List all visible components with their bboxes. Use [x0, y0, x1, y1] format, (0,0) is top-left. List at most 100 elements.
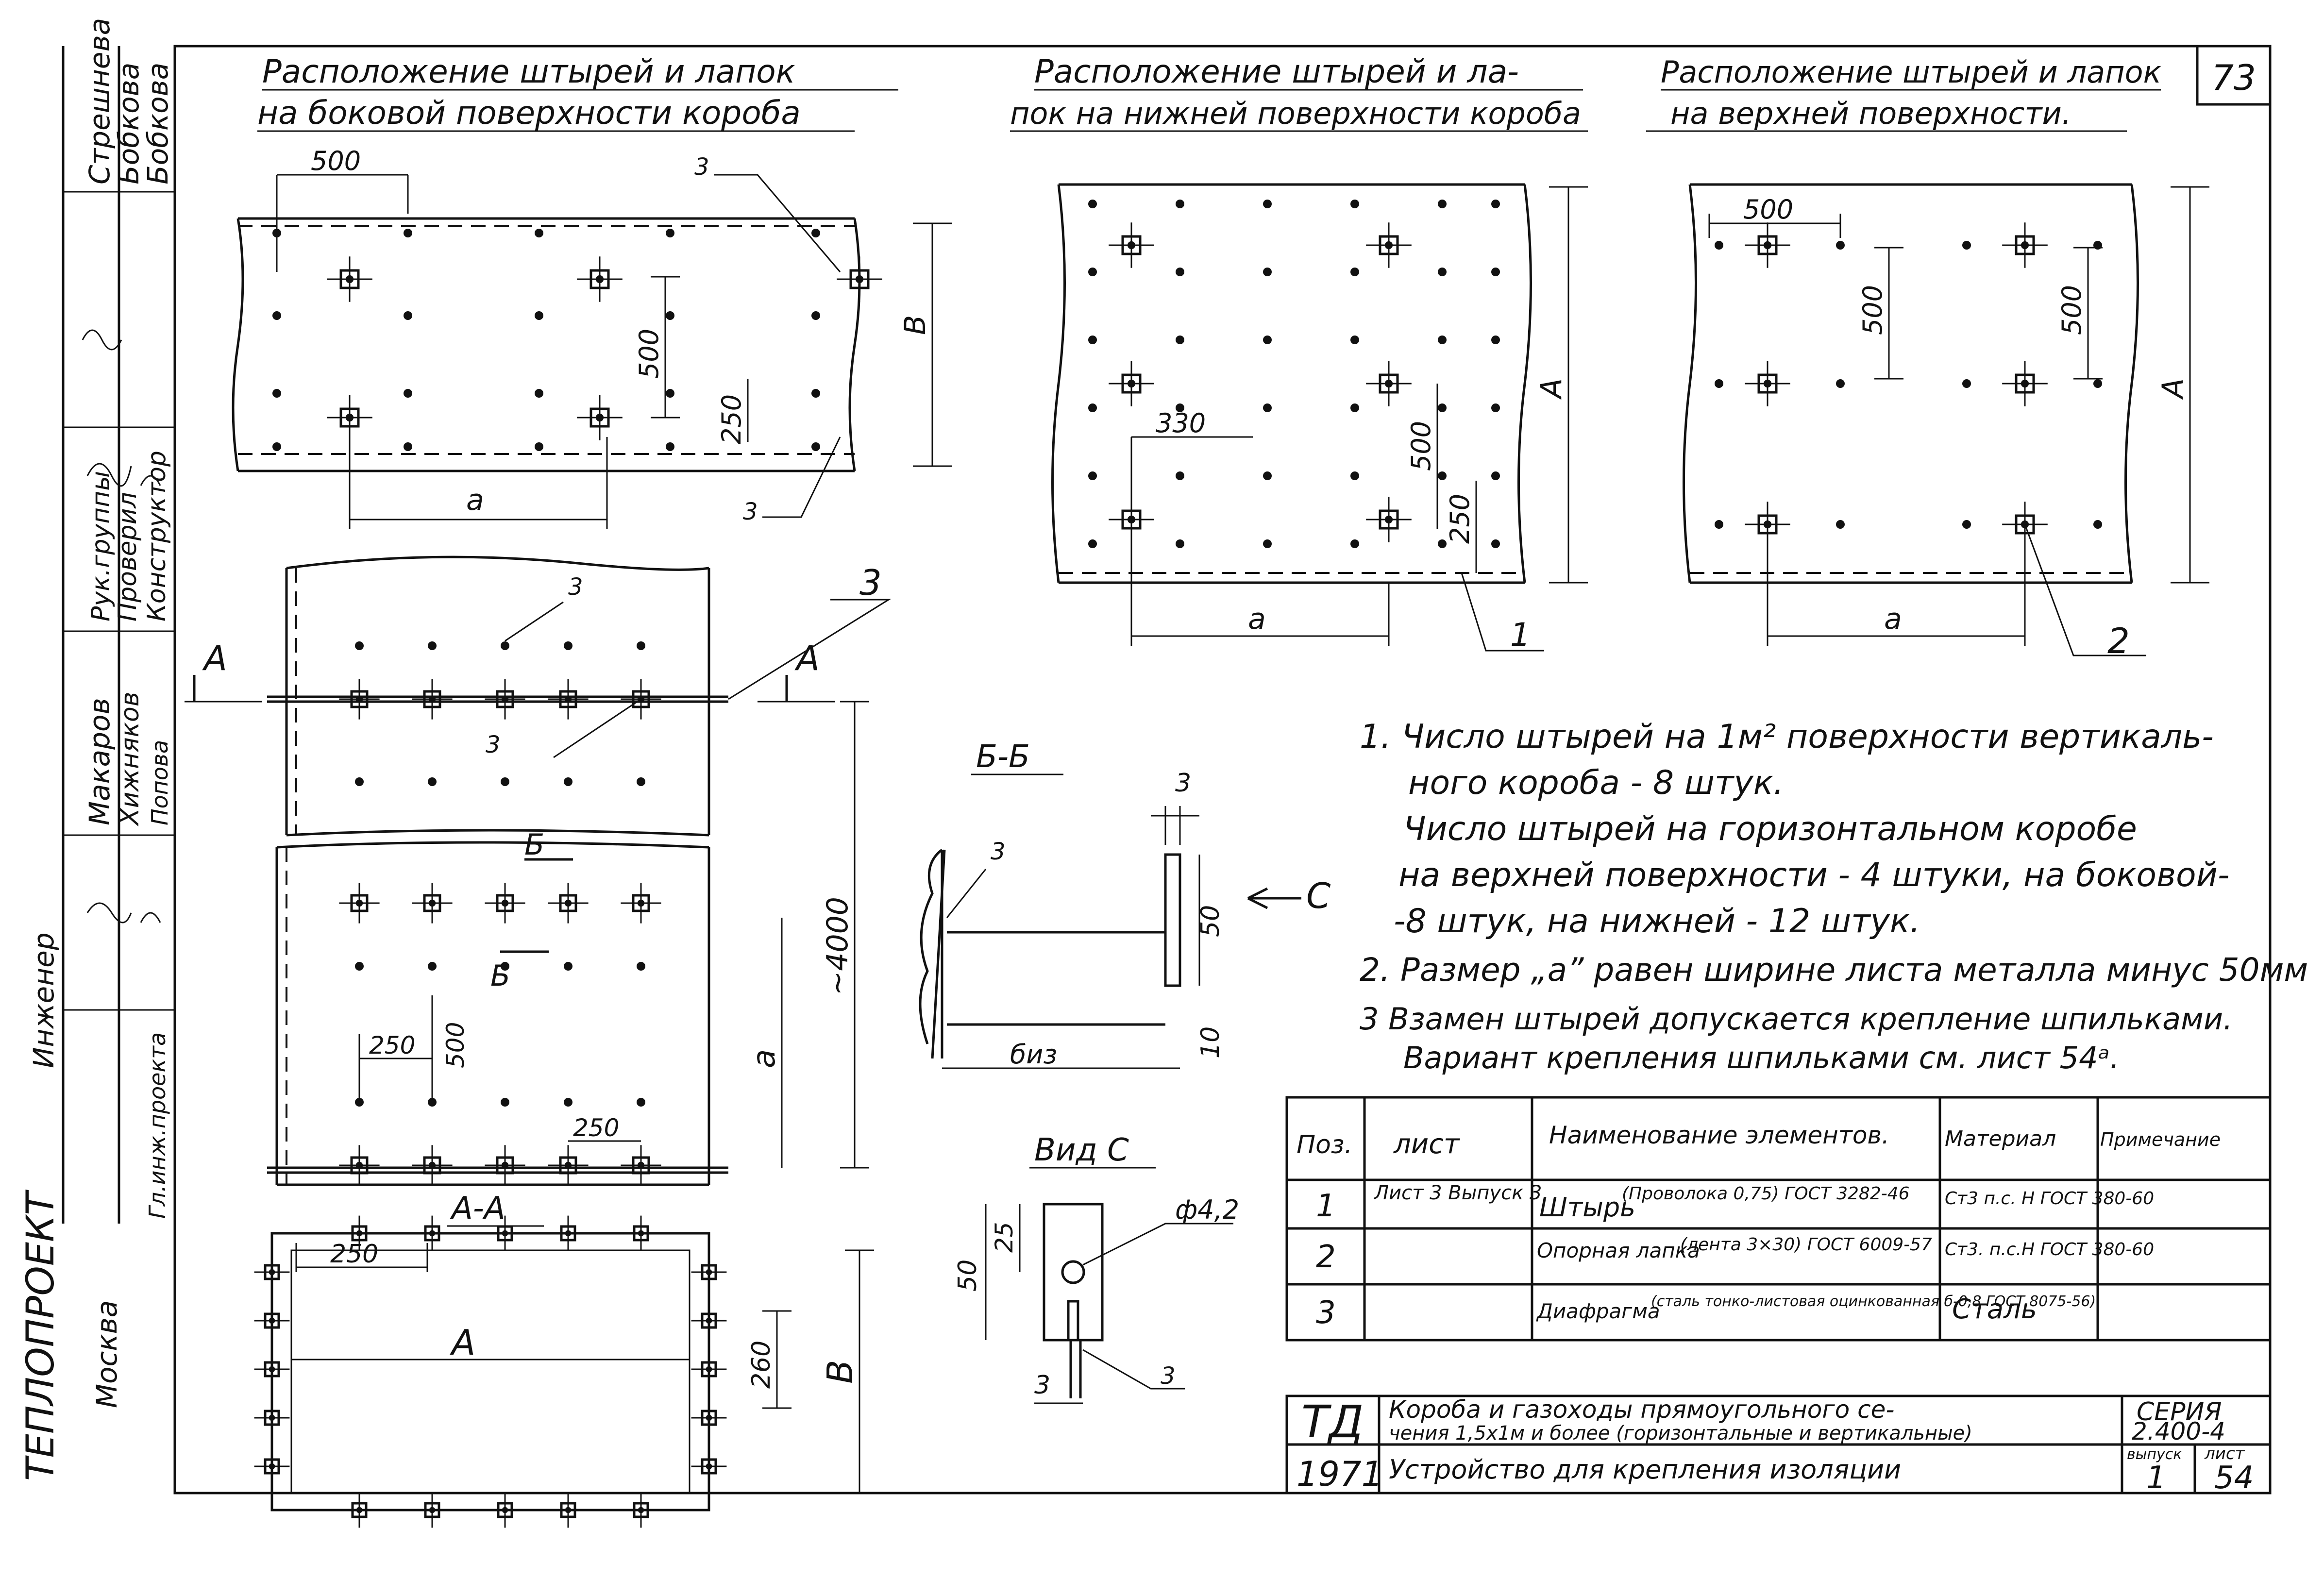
- stamp-name-6: Попова: [147, 740, 173, 825]
- pin-dot: [1438, 403, 1447, 412]
- support-lug-icon: [2002, 361, 2048, 406]
- row3-detail: (сталь тонко-листовая оцинкованная б-0,8…: [1651, 1293, 2096, 1310]
- bottom-title-2: пок на нижней поверхности короба: [1010, 96, 1581, 131]
- row3-material: Сталь: [1952, 1293, 2037, 1325]
- pin-dot: [1350, 403, 1359, 412]
- vc-weld: 3: [1161, 1362, 1176, 1390]
- view-C-title: Вид С: [1034, 1132, 1129, 1168]
- bottom-dim-330: 330: [1156, 408, 1206, 438]
- support-lug-icon: [254, 1400, 290, 1436]
- side-title-1: Расположение штырей и лапок: [262, 53, 795, 90]
- pin-dot: [1176, 403, 1184, 412]
- pin-dot: [1491, 268, 1500, 276]
- support-lug-icon: [2002, 222, 2048, 268]
- row1-detail: (Проволока 0,75) ГОСТ 3282-46: [1622, 1184, 1910, 1204]
- vc-dim-phi: ф4,2: [1175, 1194, 1239, 1225]
- bottom-dim-250: 250: [1445, 494, 1475, 544]
- pin-dot: [1438, 200, 1447, 208]
- pin-dot: [1176, 268, 1184, 276]
- pin-dot: [1263, 200, 1272, 208]
- vert-dim-4000: ~4000: [821, 897, 855, 995]
- bottom-dim-A: А: [1534, 378, 1568, 400]
- pin-dot: [1715, 520, 1723, 529]
- support-lug-icon: [577, 256, 623, 302]
- vert-weld-1: 3: [568, 573, 583, 601]
- pin-dot: [1088, 200, 1097, 208]
- pin-dot: [666, 229, 674, 237]
- pin-dot: [1836, 520, 1845, 529]
- note-3a: 3 Взамен штырей допускается крепление шп…: [1360, 1001, 2233, 1037]
- pin-dot: [1088, 471, 1097, 480]
- pin-dot: [428, 777, 437, 786]
- sec-mark-B-bot: Б: [490, 959, 510, 993]
- vert-dim-500: 500: [441, 1022, 470, 1068]
- top-dim-500: 500: [1743, 194, 1793, 225]
- tb-title-1: Короба и газоходы прямоугольного се-: [1389, 1395, 1894, 1424]
- sec-mark-B-top: Б: [524, 828, 544, 862]
- vert-dim-250b: 250: [573, 1114, 619, 1142]
- pin-dot: [1715, 241, 1723, 250]
- aa-dim-A: А: [450, 1322, 475, 1363]
- pin-dot: [1176, 200, 1184, 208]
- vert-weld-2: 3: [486, 731, 501, 758]
- pin-dot: [404, 311, 412, 320]
- bottom-title-1: Расположение штырей и ла-: [1034, 53, 1519, 90]
- pin-dot: [501, 777, 509, 786]
- support-lug-icon: [550, 1492, 586, 1528]
- view-top-surface: Расположение штырей и лапок на верхней п…: [1646, 54, 2209, 661]
- pin-dot: [637, 777, 645, 786]
- note-1a: 1. Число штырей на 1м² поверхности верти…: [1360, 718, 2214, 756]
- pin-dot: [811, 311, 820, 320]
- support-lug-icon: [339, 679, 380, 720]
- stamp-role-check: Проверил: [113, 492, 142, 622]
- support-lug-icon: [414, 1492, 450, 1528]
- support-lug-icon: [327, 256, 372, 302]
- row2-pos: 2: [1316, 1239, 1336, 1275]
- pin-dot: [1438, 471, 1447, 480]
- pin-dot: [1491, 200, 1500, 208]
- stamp-role-eng: Инженер: [27, 932, 60, 1068]
- pin-dot: [272, 442, 281, 451]
- pin-dot: [355, 962, 364, 971]
- support-lug-icon: [691, 1254, 727, 1290]
- support-lug-icon: [485, 1145, 525, 1186]
- pin-dot: [2093, 379, 2102, 388]
- note-2: 2. Размер „а” равен ширине листа металла…: [1360, 951, 2308, 989]
- stamp-org: ТЕПЛОПРОЕКТ: [19, 1190, 63, 1481]
- pin-dot: [404, 229, 412, 237]
- vc-dim-25: 25: [990, 1222, 1018, 1253]
- pin-dot: [1836, 241, 1845, 250]
- stamp-name-3: Бобкова: [141, 63, 174, 185]
- support-lug-icon: [341, 1492, 377, 1528]
- row2-detail: (лента 3×30) ГОСТ 6009-57: [1680, 1235, 1932, 1255]
- support-lug-icon: [412, 679, 453, 720]
- th-pos: Поз.: [1297, 1130, 1352, 1159]
- pin-dot: [666, 442, 674, 451]
- pin-dot: [404, 389, 412, 398]
- pin-dot: [1263, 403, 1272, 412]
- pin-dot: [564, 641, 573, 650]
- sheet-frame: [173, 45, 2272, 1495]
- sec-mark-A-left: А: [202, 638, 227, 678]
- top-dim-a: а: [1884, 602, 1902, 636]
- pin-dot: [1263, 268, 1272, 276]
- support-lug-icon: [1745, 361, 1790, 406]
- support-lug-icon: [691, 1400, 727, 1436]
- pin-dot: [564, 777, 573, 786]
- support-lug-icon: [548, 883, 589, 924]
- stamp-name-5: Хижняков: [116, 692, 145, 827]
- pin-dot: [1491, 336, 1500, 344]
- support-lug-icon: [577, 395, 623, 440]
- tb-year: 1971: [1297, 1454, 1383, 1494]
- tb-issue: 1: [2146, 1460, 2166, 1496]
- support-lug-icon: [485, 679, 525, 720]
- pin-dot: [637, 962, 645, 971]
- th-note: Примечание: [2100, 1129, 2221, 1150]
- aa-dim-250: 250: [330, 1240, 378, 1269]
- aa-dim-260: 260: [747, 1341, 776, 1389]
- stamp-role-chief: Гл.инж.проекта: [144, 1032, 170, 1219]
- support-lug-icon: [1745, 222, 1790, 268]
- pin-dot: [272, 389, 281, 398]
- support-lug-icon: [254, 1254, 290, 1290]
